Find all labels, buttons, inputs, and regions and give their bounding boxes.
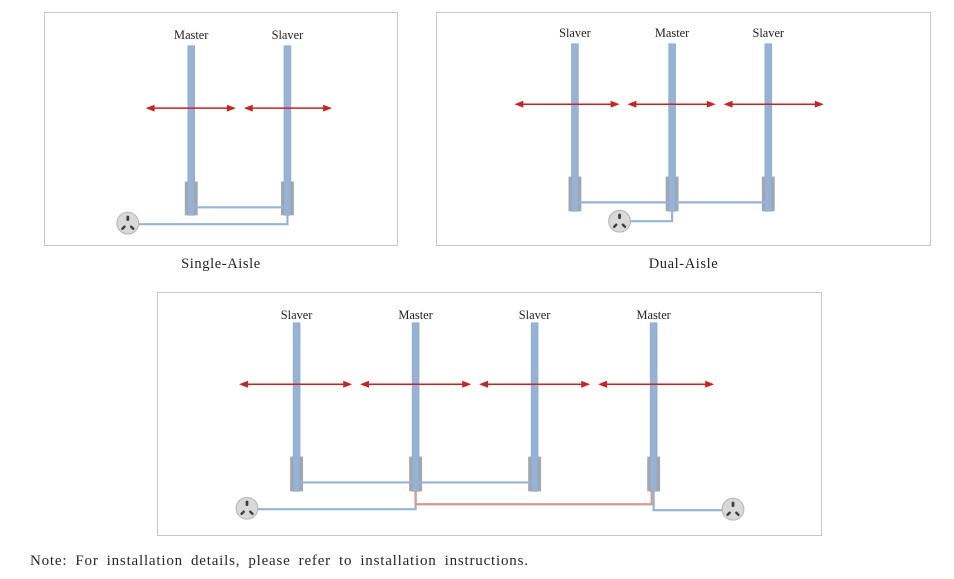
arrowhead-left-icon xyxy=(243,104,253,112)
single-aisle-caption: Single-Aisle xyxy=(181,256,261,272)
aisle-diagram-canvas: Slaver Master Slaver xyxy=(514,26,824,233)
arrowhead-right-icon xyxy=(706,100,716,108)
arrowhead-left-icon xyxy=(627,100,637,108)
arrowhead-left-icon xyxy=(239,380,248,388)
sensor-post xyxy=(571,43,579,212)
aisle-diagram-canvas: Slaver Master Slaver Master xyxy=(235,308,745,521)
post-role-label: Master xyxy=(398,308,433,322)
sensor-post xyxy=(649,322,658,492)
arrowhead-right-icon xyxy=(323,104,333,112)
single-aisle-diagram: Master Slaver xyxy=(44,12,398,246)
power-outlet-icon xyxy=(235,496,259,520)
post-role-label: Master xyxy=(174,28,209,42)
multi-aisle-diagram: Slaver Master Slaver Master xyxy=(157,292,822,536)
arrowhead-right-icon xyxy=(705,380,715,388)
sensor-post xyxy=(187,45,196,216)
sensor-post xyxy=(411,322,420,492)
power-outlet-icon xyxy=(116,211,140,235)
sensor-post xyxy=(292,322,301,492)
sensor-post xyxy=(283,45,292,216)
arrowhead-left-icon xyxy=(514,100,524,108)
post-role-label: Slaver xyxy=(559,26,591,40)
sensor-post xyxy=(668,43,676,212)
master-link-wire xyxy=(414,489,653,506)
sensor-post xyxy=(530,322,539,492)
arrowhead-right-icon xyxy=(581,380,591,388)
power-wire xyxy=(257,489,417,511)
power-outlet-icon xyxy=(608,209,631,233)
dual-aisle-diagram: Slaver Master Slaver xyxy=(436,12,931,246)
power-wire xyxy=(630,209,674,223)
power-outlet-icon xyxy=(721,497,745,521)
power-wire xyxy=(652,489,723,512)
sensor-post xyxy=(764,43,773,212)
arrowhead-left-icon xyxy=(598,380,608,388)
arrowhead-left-icon xyxy=(479,380,489,388)
dual-aisle-caption: Dual-Aisle xyxy=(648,256,719,272)
arrowhead-right-icon xyxy=(814,100,824,108)
installation-note: Note: For installation details, please r… xyxy=(30,553,529,569)
arrowhead-left-icon xyxy=(360,380,369,388)
arrowhead-right-icon xyxy=(226,104,236,112)
post-role-label: Slaver xyxy=(281,308,313,322)
arrowhead-right-icon xyxy=(610,100,620,108)
post-role-label: Master xyxy=(655,26,690,40)
post-role-label: Slaver xyxy=(272,28,304,42)
power-wire xyxy=(138,213,289,226)
arrowhead-right-icon xyxy=(343,380,353,388)
post-role-label: Master xyxy=(636,308,671,322)
arrowhead-right-icon xyxy=(462,380,472,388)
aisle-diagram-canvas: Master Slaver xyxy=(116,28,333,235)
post-role-label: Slaver xyxy=(752,26,784,40)
arrowhead-left-icon xyxy=(723,100,733,108)
post-role-label: Slaver xyxy=(519,308,551,322)
arrowhead-left-icon xyxy=(145,104,155,112)
